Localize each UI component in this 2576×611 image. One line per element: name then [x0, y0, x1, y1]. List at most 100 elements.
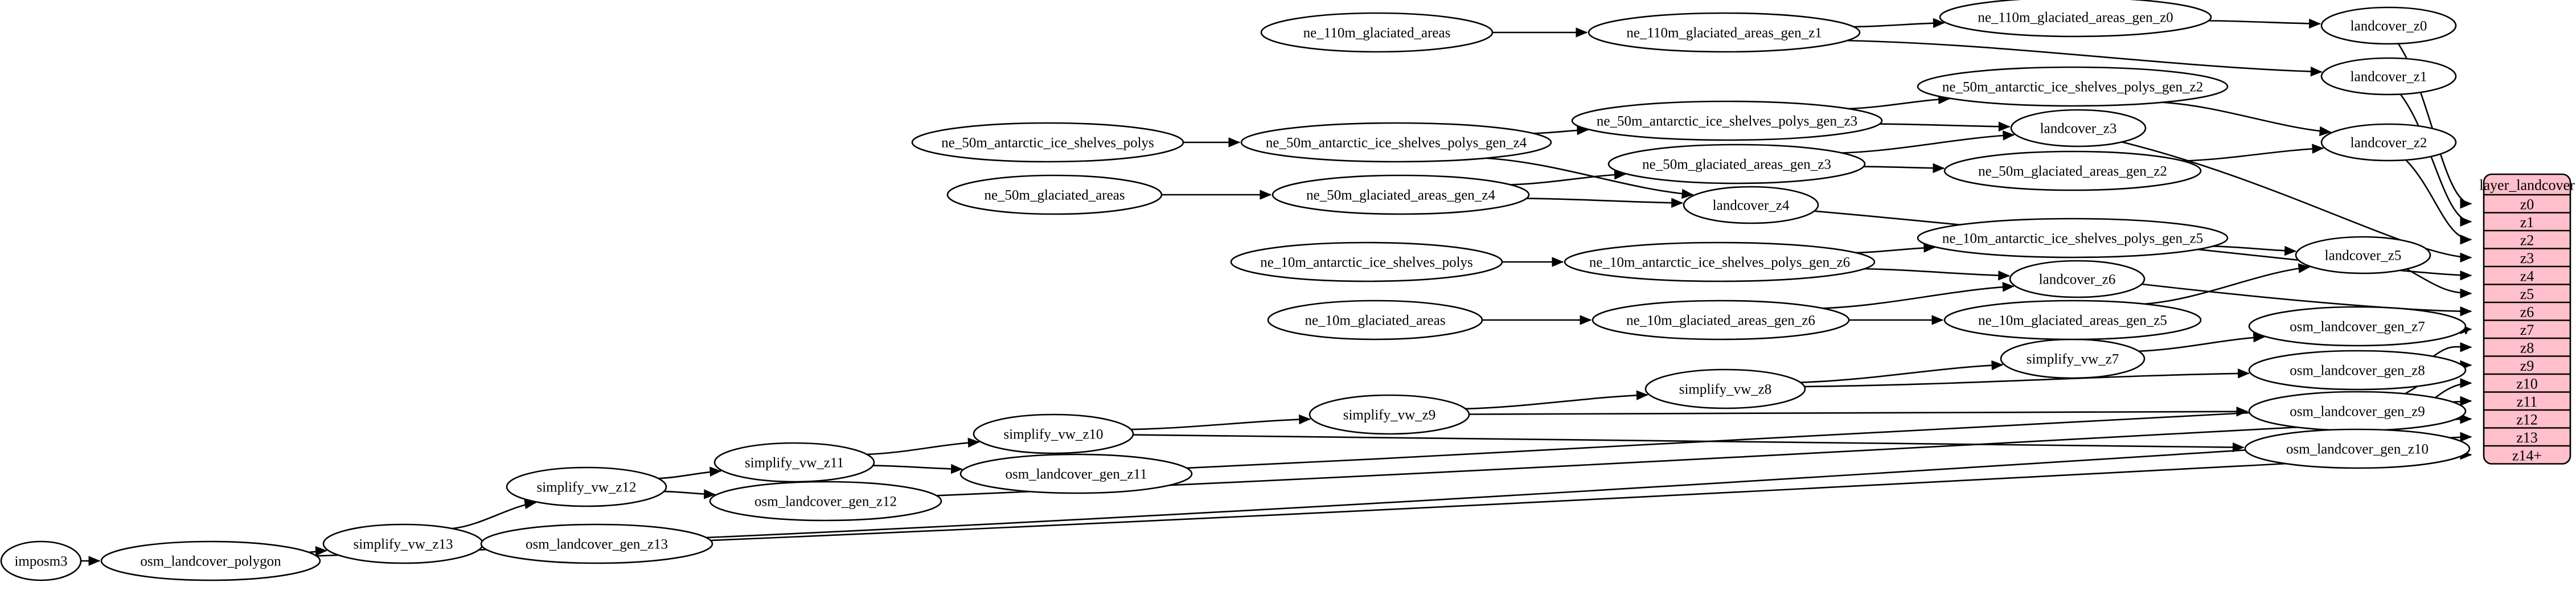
graph-node-ne_50m_antarctic_ice_shelves_polys[interactable]: ne_50m_antarctic_ice_shelves_polys: [911, 122, 1184, 163]
edge-arrowhead: [2003, 130, 2015, 141]
graph-node-ne_10m_glaciated_areas_gen_z5[interactable]: ne_10m_glaciated_areas_gen_z5: [1943, 300, 2202, 341]
graph-node-osm_landcover_gen_z8[interactable]: osm_landcover_gen_z8: [2248, 350, 2467, 391]
graph-node-ne_10m_antarctic_ice_shelves_polys_gen_z6[interactable]: ne_10m_antarctic_ice_shelves_polys_gen_z…: [1564, 241, 1876, 282]
graph-node-ne_110m_glaciated_areas_gen_z0[interactable]: ne_110m_glaciated_areas_gen_z0: [1939, 0, 2212, 38]
graph-node-simplify_vw_z7[interactable]: simplify_vw_z7: [2000, 338, 2146, 379]
record-row-z14+[interactable]: z14+: [2512, 447, 2542, 464]
graph-node-ne_110m_glaciated_areas_gen_z1[interactable]: ne_110m_glaciated_areas_gen_z1: [1588, 12, 1861, 53]
graph-node-osm_landcover_gen_z13[interactable]: osm_landcover_gen_z13: [480, 523, 713, 564]
graph-edge: [2139, 336, 2265, 352]
record-row-z12[interactable]: z12: [2516, 411, 2538, 428]
graph-node-ne_50m_glaciated_areas_gen_z2[interactable]: ne_50m_glaciated_areas_gen_z2: [1943, 150, 2202, 191]
node-ellipse: [100, 540, 321, 581]
record-row-z8[interactable]: z8: [2520, 339, 2534, 356]
record-node-layer-landcover[interactable]: layer_landcoverz0z1z2z3z4z5z6z7z8z9z10z1…: [2479, 173, 2575, 465]
graph-node-ne_50m_glaciated_areas_gen_z3[interactable]: ne_50m_glaciated_areas_gen_z3: [1607, 143, 1866, 184]
node-ellipse: [1240, 122, 1552, 163]
graph-edge: [2208, 20, 2320, 25]
graph-node-osm_landcover_gen_z9[interactable]: osm_landcover_gen_z9: [2248, 391, 2467, 432]
node-label: ne_50m_antarctic_ice_shelves_polys_gen_z…: [1266, 136, 1527, 151]
record-row-z3[interactable]: z3: [2520, 250, 2534, 266]
graph-node-ne_110m_glaciated_areas[interactable]: ne_110m_glaciated_areas: [1260, 12, 1494, 53]
node-ellipse: [2248, 350, 2467, 391]
node-label: landcover_z3: [2040, 121, 2117, 137]
node-label: ne_50m_glaciated_areas: [984, 188, 1125, 203]
graph-node-ne_50m_antarctic_ice_shelves_polys_gen_z3[interactable]: ne_50m_antarctic_ice_shelves_polys_gen_z…: [1571, 100, 1883, 141]
graph-node-simplify_vw_z10[interactable]: simplify_vw_z10: [973, 413, 1134, 454]
record-row-z11[interactable]: z11: [2517, 393, 2538, 410]
graph-node-landcover_z6[interactable]: landcover_z6: [2009, 260, 2146, 298]
graph-edge: [706, 436, 2472, 539]
edge-arrowhead: [703, 489, 716, 499]
graph-node-simplify_vw_z9[interactable]: simplify_vw_z9: [1308, 394, 1470, 435]
graph-edge: [2162, 101, 2331, 133]
node-label: ne_10m_antarctic_ice_shelves_polys_gen_z…: [1589, 255, 1850, 270]
node-ellipse: [959, 453, 1193, 494]
record-row-z13[interactable]: z13: [2516, 429, 2538, 446]
graph-node-osm_landcover_gen_z7[interactable]: osm_landcover_gen_z7: [2248, 306, 2467, 347]
graph-node-ne_10m_antarctic_ice_shelves_polys[interactable]: ne_10m_antarctic_ice_shelves_polys: [1230, 241, 1503, 282]
node-ellipse: [1260, 12, 1494, 53]
node-label: osm_landcover_gen_z12: [754, 494, 897, 510]
graph-edge: [1841, 134, 2015, 154]
graph-node-ne_50m_glaciated_areas[interactable]: ne_50m_glaciated_areas: [946, 174, 1163, 215]
graph-node-landcover_z3[interactable]: landcover_z3: [2010, 109, 2147, 147]
node-ellipse: [1271, 174, 1530, 215]
node-ellipse: [1564, 241, 1876, 282]
graph-node-osm_landcover_polygon[interactable]: osm_landcover_polygon: [100, 540, 321, 581]
graph-node-landcover_z0[interactable]: landcover_z0: [2320, 6, 2457, 45]
record-row-z7[interactable]: z7: [2520, 322, 2534, 338]
graph-edge: [1800, 364, 2003, 383]
node-ellipse: [2010, 109, 2147, 147]
node-label: osm_landcover_gen_z8: [2290, 363, 2425, 379]
record-row-z0[interactable]: z0: [2520, 196, 2534, 212]
graph-node-landcover_z5[interactable]: landcover_z5: [2295, 236, 2431, 274]
edge-arrowhead: [2319, 126, 2332, 137]
node-label: ne_50m_glaciated_areas_gen_z2: [1978, 164, 2167, 179]
graph-node-ne_10m_glaciated_areas_gen_z6[interactable]: ne_10m_glaciated_areas_gen_z6: [1591, 300, 1850, 341]
graph-node-simplify_vw_z13[interactable]: simplify_vw_z13: [322, 523, 484, 564]
edge-arrowhead: [1671, 198, 1683, 208]
record-row-z10[interactable]: z10: [2516, 375, 2538, 392]
graph-node-ne_50m_antarctic_ice_shelves_polys_gen_z4[interactable]: ne_50m_antarctic_ice_shelves_polys_gen_z…: [1240, 122, 1552, 163]
node-ellipse: [713, 442, 875, 483]
graph-node-osm_landcover_gen_z12[interactable]: osm_landcover_gen_z12: [709, 481, 942, 522]
edge-arrowhead: [2232, 442, 2245, 453]
graph-node-simplify_vw_z12[interactable]: simplify_vw_z12: [506, 466, 667, 507]
node-ellipse: [1917, 66, 2229, 107]
node-label: landcover_z6: [2039, 272, 2116, 288]
node-label: simplify_vw_z12: [537, 480, 637, 495]
record-row-z9[interactable]: z9: [2520, 358, 2534, 374]
node-ellipse: [911, 122, 1184, 163]
graph-node-landcover_z1[interactable]: landcover_z1: [2320, 57, 2457, 96]
graph-node-ne_10m_glaciated_areas[interactable]: ne_10m_glaciated_areas: [1267, 300, 1483, 341]
record-row-z4[interactable]: z4: [2520, 268, 2534, 284]
graph-node-osm_landcover_gen_z11[interactable]: osm_landcover_gen_z11: [959, 453, 1193, 494]
graph-edge: [1864, 268, 2009, 277]
graph-node-ne_10m_antarctic_ice_shelves_polys_gen_z5[interactable]: ne_10m_antarctic_ice_shelves_polys_gen_z…: [1917, 218, 2229, 259]
graph-node-landcover_z4[interactable]: landcover_z4: [1683, 186, 1819, 224]
graph-node-ne_50m_glaciated_areas_gen_z4[interactable]: ne_50m_glaciated_areas_gen_z4: [1271, 174, 1530, 215]
node-label: simplify_vw_z11: [745, 456, 844, 471]
record-row-z1[interactable]: z1: [2520, 214, 2534, 231]
record-row-z2[interactable]: z2: [2520, 232, 2534, 248]
edge-arrowhead: [2312, 143, 2324, 154]
graph-node-ne_50m_antarctic_ice_shelves_polys_gen_z2[interactable]: ne_50m_antarctic_ice_shelves_polys_gen_z…: [1917, 66, 2229, 107]
node-ellipse: [709, 481, 942, 522]
record-title: layer_landcover: [2479, 177, 2575, 194]
graph-edge: [1486, 157, 1693, 196]
graph-node-simplify_vw_z8[interactable]: simplify_vw_z8: [1644, 368, 1806, 409]
node-ellipse: [1308, 394, 1470, 435]
graph-node-landcover_z2[interactable]: landcover_z2: [2320, 123, 2457, 162]
node-ellipse: [1591, 300, 1850, 341]
record-row-z6[interactable]: z6: [2520, 304, 2534, 320]
graph-node-imposm3[interactable]: imposm3: [0, 540, 82, 581]
record-row-z5[interactable]: z5: [2520, 286, 2534, 302]
edge-arrowhead: [2460, 234, 2472, 245]
graph-node-osm_landcover_gen_z10[interactable]: osm_landcover_gen_z10: [2244, 428, 2471, 469]
node-label: imposm3: [14, 554, 67, 569]
node-label: ne_50m_antarctic_ice_shelves_polys: [941, 136, 1154, 151]
graph-edge: [1847, 39, 2322, 73]
graph-node-simplify_vw_z11[interactable]: simplify_vw_z11: [713, 442, 875, 483]
